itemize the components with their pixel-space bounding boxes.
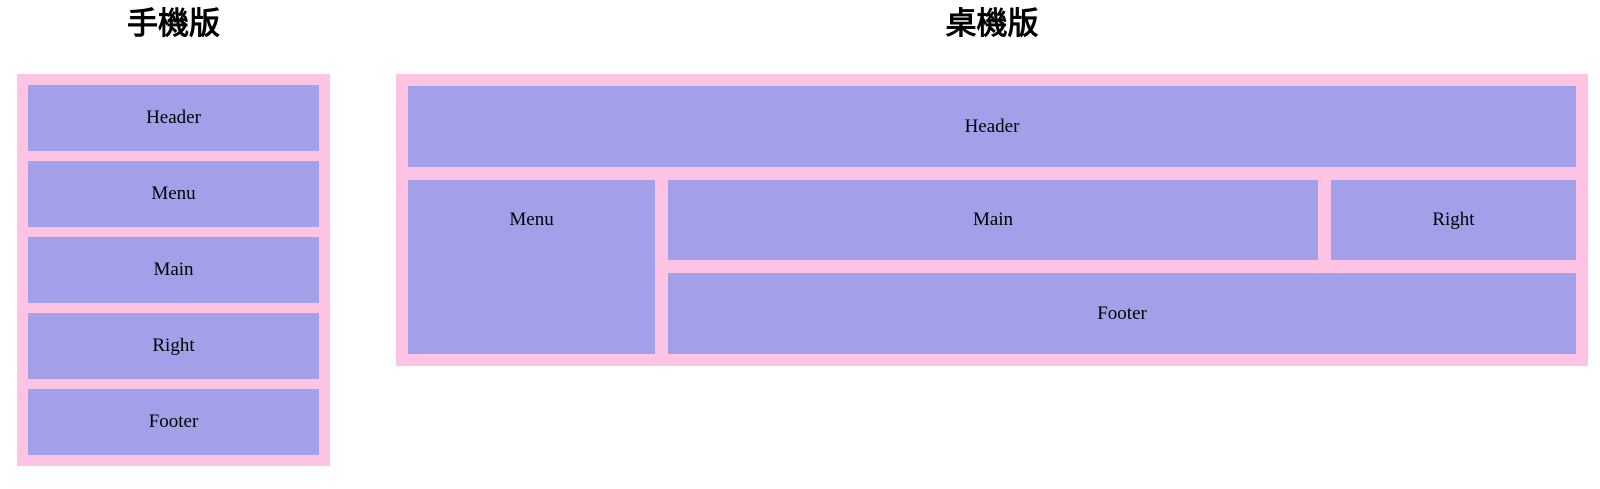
desktop-right-label: Right [1432, 209, 1475, 230]
mobile-footer-box: Footer [28, 389, 319, 455]
desktop-main-label: Main [972, 209, 1014, 230]
mobile-right-box: Right [28, 313, 319, 379]
desktop-header-label: Header [964, 115, 1020, 137]
mobile-right-label: Right [152, 335, 195, 356]
mobile-main-box: Main [28, 237, 319, 303]
desktop-menu-box: Menu [408, 180, 656, 354]
mobile-header-box: Header [28, 85, 319, 151]
desktop-footer-label: Footer [1097, 302, 1147, 324]
desktop-header-box: Header [408, 86, 1576, 167]
mobile-menu-box: Menu [28, 161, 319, 227]
desktop-footer-box: Footer [668, 273, 1576, 354]
mobile-layout-container: Header Menu Main Right Footer [17, 74, 330, 466]
mobile-section-title: 手機版 [127, 6, 220, 41]
desktop-main-box: Main [668, 180, 1318, 260]
desktop-right-box: Right [1330, 180, 1576, 260]
desktop-menu-label: Menu [509, 209, 554, 230]
desktop-layout-container: Header Menu Main Right Footer [396, 74, 1588, 366]
mobile-menu-label: Menu [151, 183, 196, 204]
mobile-main-label: Main [153, 259, 194, 280]
desktop-section-title: 桌機版 [945, 6, 1039, 41]
mobile-header-label: Header [146, 107, 201, 128]
mobile-footer-label: Footer [148, 411, 199, 432]
